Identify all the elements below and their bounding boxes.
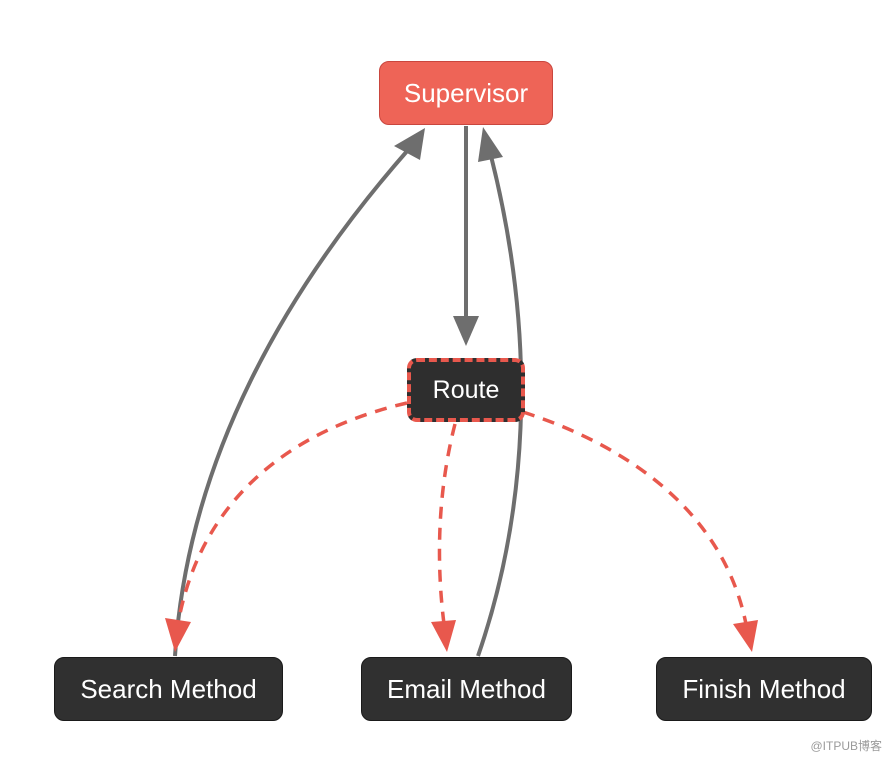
edge-email-to-supervisor <box>476 155 524 657</box>
finish-method-node[interactable]: Finish Method <box>656 657 872 721</box>
solid-edges <box>173 126 524 657</box>
supervisor-label: Supervisor <box>403 77 529 108</box>
edge-search-to-supervisor <box>173 148 410 657</box>
arrowhead-supervisor-left <box>394 128 425 160</box>
arrowhead-finish <box>733 620 758 652</box>
route-node[interactable]: Route <box>407 358 525 422</box>
email-method-label: Email Method <box>387 673 546 704</box>
arrowhead-supervisor-right <box>478 127 503 162</box>
dashed-edges <box>165 401 758 652</box>
arrowhead-search <box>165 618 191 652</box>
edge-route-to-email <box>437 423 457 625</box>
route-label: Route <box>432 375 500 404</box>
supervisor-node[interactable]: Supervisor <box>379 61 553 125</box>
arrowhead-email <box>431 620 456 652</box>
search-method-node[interactable]: Search Method <box>54 657 283 721</box>
finish-method-label: Finish Method <box>682 673 846 704</box>
edge-route-to-finish <box>522 410 748 625</box>
edge-route-to-search <box>176 401 408 625</box>
arrowhead-route <box>453 316 479 346</box>
email-method-node[interactable]: Email Method <box>361 657 572 721</box>
search-method-label: Search Method <box>80 673 257 704</box>
watermark: @ITPUB博客 <box>810 739 882 753</box>
